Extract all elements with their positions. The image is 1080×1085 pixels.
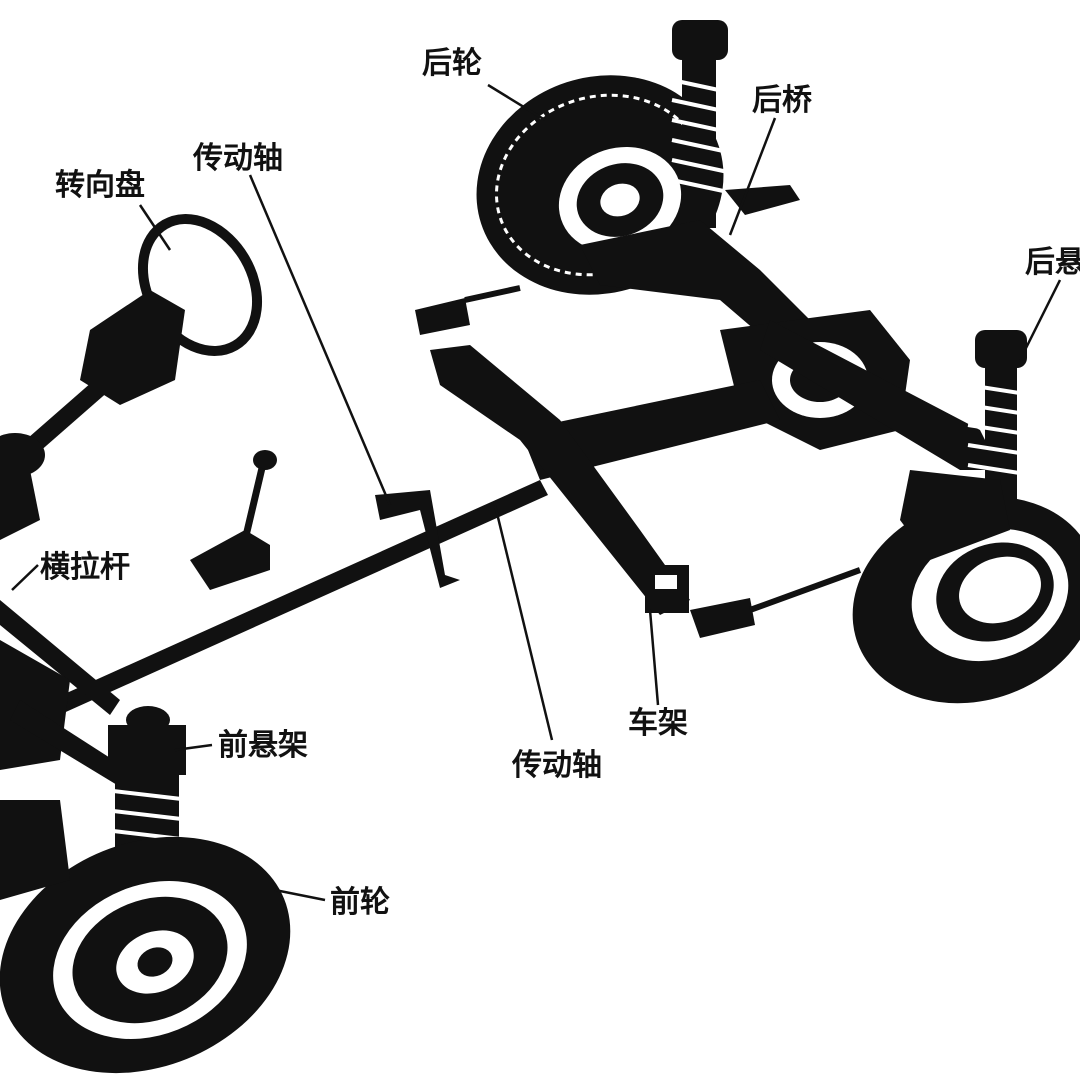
leader-lines (11, 83, 1062, 902)
leader-rear-axle (728, 117, 777, 236)
leader-front-wheel (274, 888, 326, 902)
leader-frame (648, 609, 660, 706)
steering-assembly (0, 214, 263, 540)
leader-rear-wheel (487, 83, 546, 122)
leader-drive-shaft-bottom (493, 504, 554, 741)
rear-right-strut (900, 330, 1033, 560)
leader-drive-shaft-top (248, 174, 392, 506)
label-front-wheel: 前轮 (330, 885, 390, 920)
label-steering-wheel: 转向盘 (55, 168, 145, 203)
leader-front-suspension (174, 743, 213, 752)
label-rear-wheel: 后轮 (422, 46, 482, 81)
label-drive-shaft-top: 传动轴 (192, 141, 283, 176)
label-drive-shaft-bottom: 传动轴 (511, 748, 602, 783)
drive-shaft (40, 480, 548, 720)
leader-steering-wheel (138, 204, 172, 251)
labels: 后轮 后桥 后悬 传动轴 转向盘 横拉杆 前悬架 前轮 车架 传动轴 (40, 46, 1080, 920)
rear-wheel-illustration (476, 75, 724, 295)
frame-beam (415, 285, 862, 638)
front-wheel-illustration (0, 800, 291, 1074)
label-frame: 车架 (628, 706, 688, 741)
rear-upper-strut (671, 20, 729, 228)
label-front-suspension: 前悬架 (218, 728, 308, 763)
label-rear-suspension: 后悬 (1025, 245, 1080, 280)
label-rear-axle: 后桥 (752, 83, 812, 118)
leader-rear-suspension (1018, 279, 1062, 361)
leader-tie-rod (11, 564, 39, 591)
gear-lever (190, 450, 277, 590)
rear-right-wheel-illustration (852, 496, 1080, 704)
label-tie-rod: 横拉杆 (40, 550, 130, 585)
